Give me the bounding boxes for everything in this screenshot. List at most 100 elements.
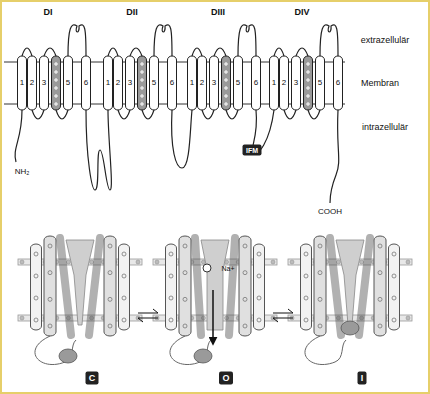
helix-mark — [108, 297, 112, 301]
helix-mark — [243, 244, 247, 248]
pore-helix — [330, 238, 341, 335]
voltage-sensor-helix — [304, 56, 313, 110]
charge-mark — [54, 94, 58, 98]
helix-mark — [304, 274, 308, 278]
peptide-loop — [56, 110, 68, 119]
region-label: intrazellulär — [362, 123, 408, 132]
helix-mark — [169, 318, 173, 322]
charge-mark — [140, 70, 144, 74]
node-text: O — [222, 373, 229, 383]
segment-number: 1 — [272, 79, 276, 87]
inactivation-particle — [194, 349, 212, 363]
peptide-loop — [22, 48, 32, 56]
equilibrium-arrow — [138, 309, 158, 313]
helix-mark — [257, 318, 261, 322]
segment-number: 2 — [282, 79, 286, 87]
helix-mark — [392, 318, 396, 322]
charge-mark — [54, 70, 58, 74]
peptide-loop — [154, 25, 172, 56]
charge-mark — [224, 86, 228, 90]
pore-helix — [229, 238, 235, 335]
pore — [201, 240, 229, 330]
helix-mark — [318, 244, 322, 248]
lipid-head — [290, 260, 294, 264]
charge-mark — [54, 78, 58, 82]
helix-mark — [243, 271, 247, 275]
equilibrium-arrow — [273, 318, 293, 322]
charge-mark — [140, 62, 144, 66]
transmembrane-helix — [40, 56, 49, 110]
transmembrane-helix — [168, 56, 177, 110]
node-text: C — [89, 373, 96, 383]
segment-number: 5 — [152, 79, 156, 87]
transmembrane-helix — [252, 56, 261, 110]
state-box: I — [358, 372, 367, 385]
transmembrane-helix — [18, 56, 27, 110]
charge-mark — [140, 94, 144, 98]
peptide-loop — [44, 48, 56, 56]
helix-mark — [392, 296, 396, 300]
helix-cylinder — [179, 236, 191, 336]
charge-mark — [54, 102, 58, 106]
transmembrane-helix — [198, 56, 207, 110]
charge-mark — [140, 102, 144, 106]
segment-number: 1 — [20, 79, 24, 87]
peptide-loop — [274, 48, 284, 56]
charge-mark — [54, 62, 58, 66]
helix-cylinder — [31, 244, 42, 330]
charge-mark — [224, 78, 228, 82]
transmembrane-helix — [64, 56, 73, 110]
transmembrane-helix — [292, 56, 301, 110]
voltage-sensor-helix — [138, 56, 147, 110]
helix-mark — [169, 252, 173, 256]
domain-label: DI — [44, 8, 53, 17]
transmembrane-helix — [316, 56, 325, 110]
charge-mark — [306, 62, 310, 66]
domain-label: DIII — [211, 8, 225, 17]
terminus-label: NH₂ — [15, 168, 30, 176]
segment-number: 2 — [30, 79, 34, 87]
segment-number: 5 — [236, 79, 240, 87]
helix-mark — [183, 297, 187, 301]
equilibrium-arrow — [138, 318, 158, 322]
helix-cylinder — [389, 244, 400, 330]
helix-cylinder — [44, 236, 56, 336]
helix-cylinder — [254, 244, 265, 330]
transmembrane-helix — [126, 56, 135, 110]
charge-mark — [224, 102, 228, 106]
helix-mark — [122, 252, 126, 256]
segment-number: 3 — [212, 79, 216, 87]
helix-cylinder — [104, 236, 116, 336]
voltage-sensor-helix — [222, 56, 231, 110]
state-box: C — [86, 372, 99, 385]
peptide-loop — [226, 110, 238, 119]
peptide-loop — [238, 25, 256, 56]
charge-mark — [306, 86, 310, 90]
helix-mark — [108, 271, 112, 275]
terminus-label: COOH — [318, 208, 342, 216]
helix-mark — [122, 274, 126, 278]
peptide-loop — [142, 110, 154, 119]
node-text: IFM — [246, 147, 258, 154]
lipid-head — [90, 260, 94, 264]
pore-helix — [195, 238, 201, 335]
segment-number: 3 — [294, 79, 298, 87]
region-label: extrazellulär — [361, 36, 410, 45]
charge-mark — [54, 86, 58, 90]
helix-mark — [257, 252, 261, 256]
helix-mark — [392, 274, 396, 278]
helix-mark — [304, 296, 308, 300]
helix-mark — [318, 271, 322, 275]
transmembrane-helix — [334, 56, 343, 110]
pore-helix — [359, 238, 370, 335]
helix-mark — [378, 297, 382, 301]
charge-mark — [140, 78, 144, 82]
peptide-loop — [68, 25, 86, 56]
peptide-loop — [32, 110, 44, 119]
helix-cylinder — [301, 244, 312, 330]
charge-mark — [224, 62, 228, 66]
state-box: O — [219, 372, 233, 385]
linker-loop — [35, 336, 76, 365]
helix-cylinder — [239, 236, 251, 336]
